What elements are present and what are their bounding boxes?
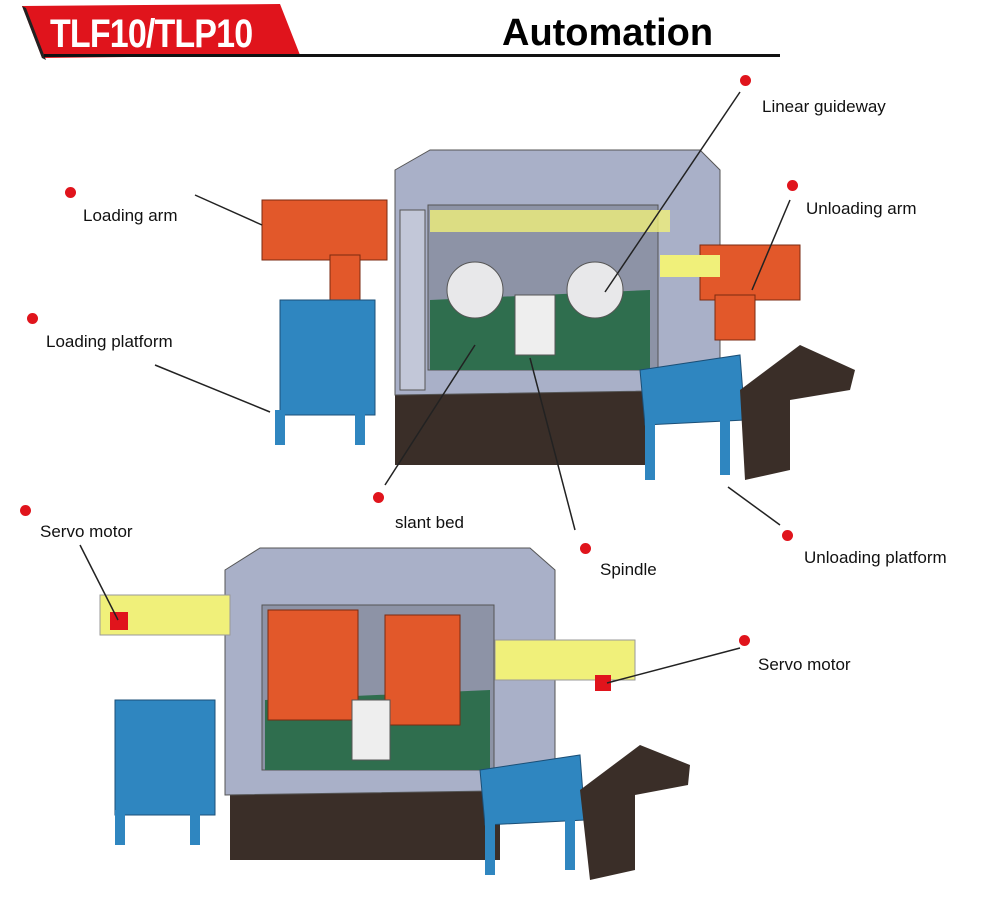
label-loading-arm: Loading arm (83, 206, 178, 225)
label-linear-guideway: Linear guideway (762, 97, 886, 116)
label-servo-motor-left: Servo motor (40, 522, 133, 541)
callout-dot (782, 530, 793, 541)
callout-dot (580, 543, 591, 554)
label-unloading-arm: Unloading arm (806, 199, 917, 218)
page-title: Automation (502, 12, 714, 54)
callout-dot (740, 75, 751, 86)
banner-shadow (22, 6, 46, 60)
label-unloading-platform: Unloading platform (804, 548, 947, 567)
callout-dot (27, 313, 38, 324)
model-banner (22, 4, 300, 58)
callout-dot (373, 492, 384, 503)
leader-lines (79, 91, 791, 684)
callout-dot (739, 635, 750, 646)
label-spindle: Spindle (600, 560, 657, 579)
callout-dot (20, 505, 31, 516)
machine-bottom (99, 547, 690, 880)
header-underline (44, 54, 780, 57)
machine-top (261, 149, 855, 480)
callout-dot (787, 180, 798, 191)
label-servo-motor-right: Servo motor (758, 655, 851, 674)
model-name: TLF10/TLP10 (50, 12, 253, 56)
label-slant-bed: slant bed (395, 513, 464, 532)
callout-dot (65, 187, 76, 198)
label-loading-platform: Loading platform (46, 332, 173, 351)
